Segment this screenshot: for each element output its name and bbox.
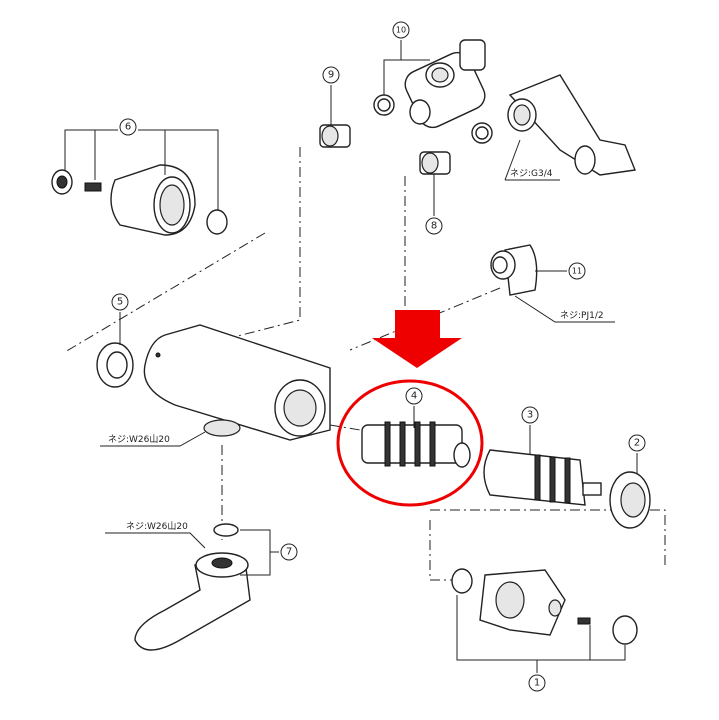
part-7-spout (134, 523, 251, 651)
callout-2: 2 (634, 438, 640, 449)
callout-9: 9 (328, 70, 334, 81)
callout-10: 10 (396, 26, 406, 35)
callout-6: 6 (125, 122, 131, 133)
leader-lines (64, 40, 638, 673)
callouts: 1 2 3 4 5 6 7 8 9 10 11 (111, 21, 646, 692)
part-10-elbow (507, 74, 636, 176)
callout-7: 7 (286, 547, 292, 558)
part-2-ring (609, 471, 651, 529)
highlight-arrow (372, 310, 462, 368)
part-1-bracket (451, 568, 638, 645)
part-8-fitting (419, 151, 451, 175)
part-9-fitting (319, 124, 351, 148)
part-10-valve-assembly (373, 39, 493, 144)
label-thread-w26-spout: ネジ:W26山20 (126, 521, 188, 532)
part-5-ring (96, 342, 134, 388)
callout-5: 5 (117, 297, 123, 308)
highlight-circle (336, 379, 484, 507)
label-thread-w26-body: ネジ:W26山20 (108, 434, 170, 445)
callout-1: 1 (534, 678, 540, 689)
callout-4: 4 (411, 391, 417, 402)
part-4-cartridge (361, 421, 471, 468)
part-11-elbow (490, 244, 538, 296)
callout-11: 11 (572, 267, 582, 276)
callout-8: 8 (431, 221, 437, 232)
part-6-handle (51, 164, 228, 236)
label-thread-g34: ネジ:G3/4 (510, 168, 553, 179)
part-3-cartridge (483, 449, 602, 506)
callout-3: 3 (527, 410, 533, 421)
label-thread-pj12: ネジ:PJ1/2 (560, 310, 604, 321)
main-body (143, 324, 331, 441)
